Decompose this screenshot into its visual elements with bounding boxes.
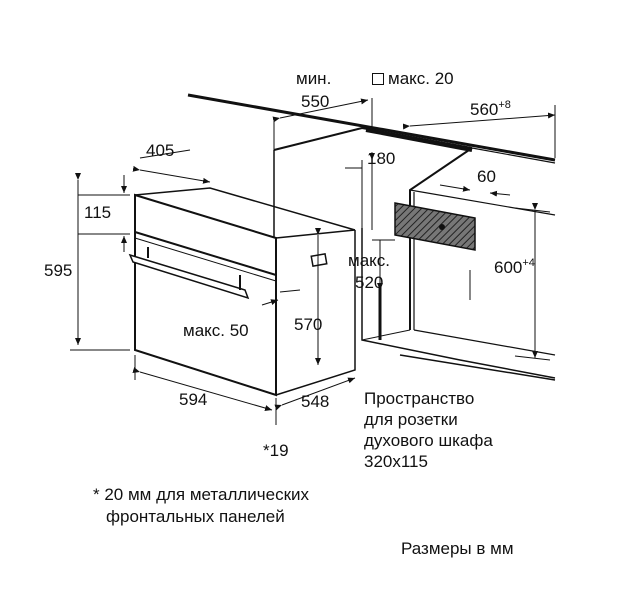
- socket-note-line: для розетки: [364, 410, 458, 429]
- units-note: Размеры в мм: [401, 539, 514, 558]
- label-600-base: 600: [494, 258, 523, 277]
- label-405: 405: [146, 141, 175, 160]
- label-548: 548: [301, 392, 330, 411]
- socket-note-line: 320x115: [364, 452, 428, 471]
- label-560-base: 560: [470, 100, 499, 119]
- square-icon: [372, 73, 384, 85]
- socket-space-note: Пространство для розетки духового шкафа …: [364, 388, 493, 472]
- label-min: мин.: [296, 69, 332, 88]
- label-594: 594: [179, 390, 208, 409]
- label-570: 570: [294, 315, 323, 334]
- label-520: 520: [355, 273, 384, 292]
- socket-space: [394, 202, 476, 251]
- label-595: 595: [44, 261, 73, 280]
- label-115: 115: [84, 203, 112, 222]
- label-560-sup: +8: [498, 99, 511, 111]
- label-560: 560+8: [470, 99, 511, 119]
- label-max-20: макс. 20: [372, 70, 454, 87]
- label-60: 60: [477, 167, 496, 186]
- footnote: * 20 мм для металлических фронтальных па…: [93, 484, 309, 528]
- label-550: 550: [301, 92, 330, 111]
- socket-note-line: духового шкафа: [364, 431, 493, 450]
- label-max-20-text: макс. 20: [388, 69, 454, 88]
- footnote-line: * 20 мм для металлических: [93, 485, 310, 504]
- label-600: 600+4: [494, 257, 535, 277]
- oven: [128, 187, 356, 397]
- label-max: макс.: [348, 251, 390, 270]
- label-180: 180: [367, 149, 396, 168]
- footnote-line: фронтальных панелей: [106, 507, 285, 526]
- dimension-lines: [70, 98, 556, 425]
- label-600-sup: +4: [522, 257, 535, 269]
- socket-note-line: Пространство: [364, 389, 475, 408]
- label-19: *19: [263, 441, 289, 460]
- label-max-50: макс. 50: [183, 321, 249, 340]
